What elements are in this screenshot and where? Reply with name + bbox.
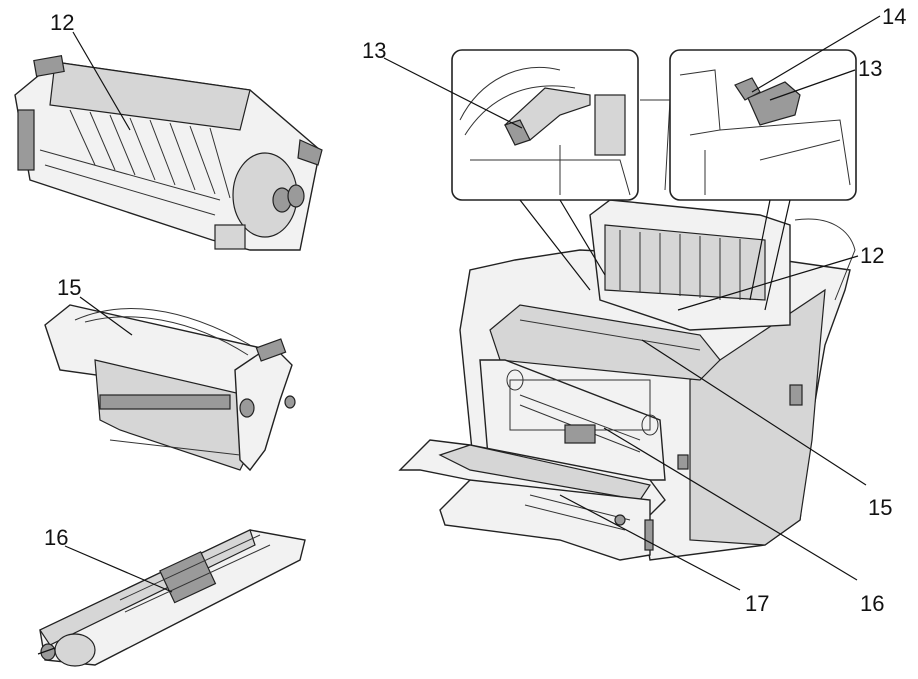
toner-cartridge-illustration	[37, 529, 306, 667]
callout-toner-cartridge-left: 16	[44, 525, 68, 550]
callout-fuser-unit-left: 12	[50, 10, 74, 35]
leader-lines	[64, 15, 881, 593]
callout-imaging-unit-printer: 15	[868, 495, 892, 520]
callout-imaging-unit-left: 15	[57, 275, 81, 300]
callout-toner-cartridge-printer: 16	[860, 591, 884, 616]
imaging-unit-illustration	[44, 304, 296, 472]
callout-front-tray-printer: 17	[745, 591, 769, 616]
callout-lever-left-inset: 13	[362, 38, 386, 63]
fuser-unit-illustration	[14, 54, 323, 251]
callout-knob-right-inset: 14	[882, 4, 906, 29]
printer-body-illustration	[398, 99, 856, 561]
callout-lever-right-inset: 13	[858, 56, 882, 81]
inset-right	[669, 49, 857, 201]
inset-left	[451, 49, 639, 201]
callout-fuser-unit-printer: 12	[860, 243, 884, 268]
